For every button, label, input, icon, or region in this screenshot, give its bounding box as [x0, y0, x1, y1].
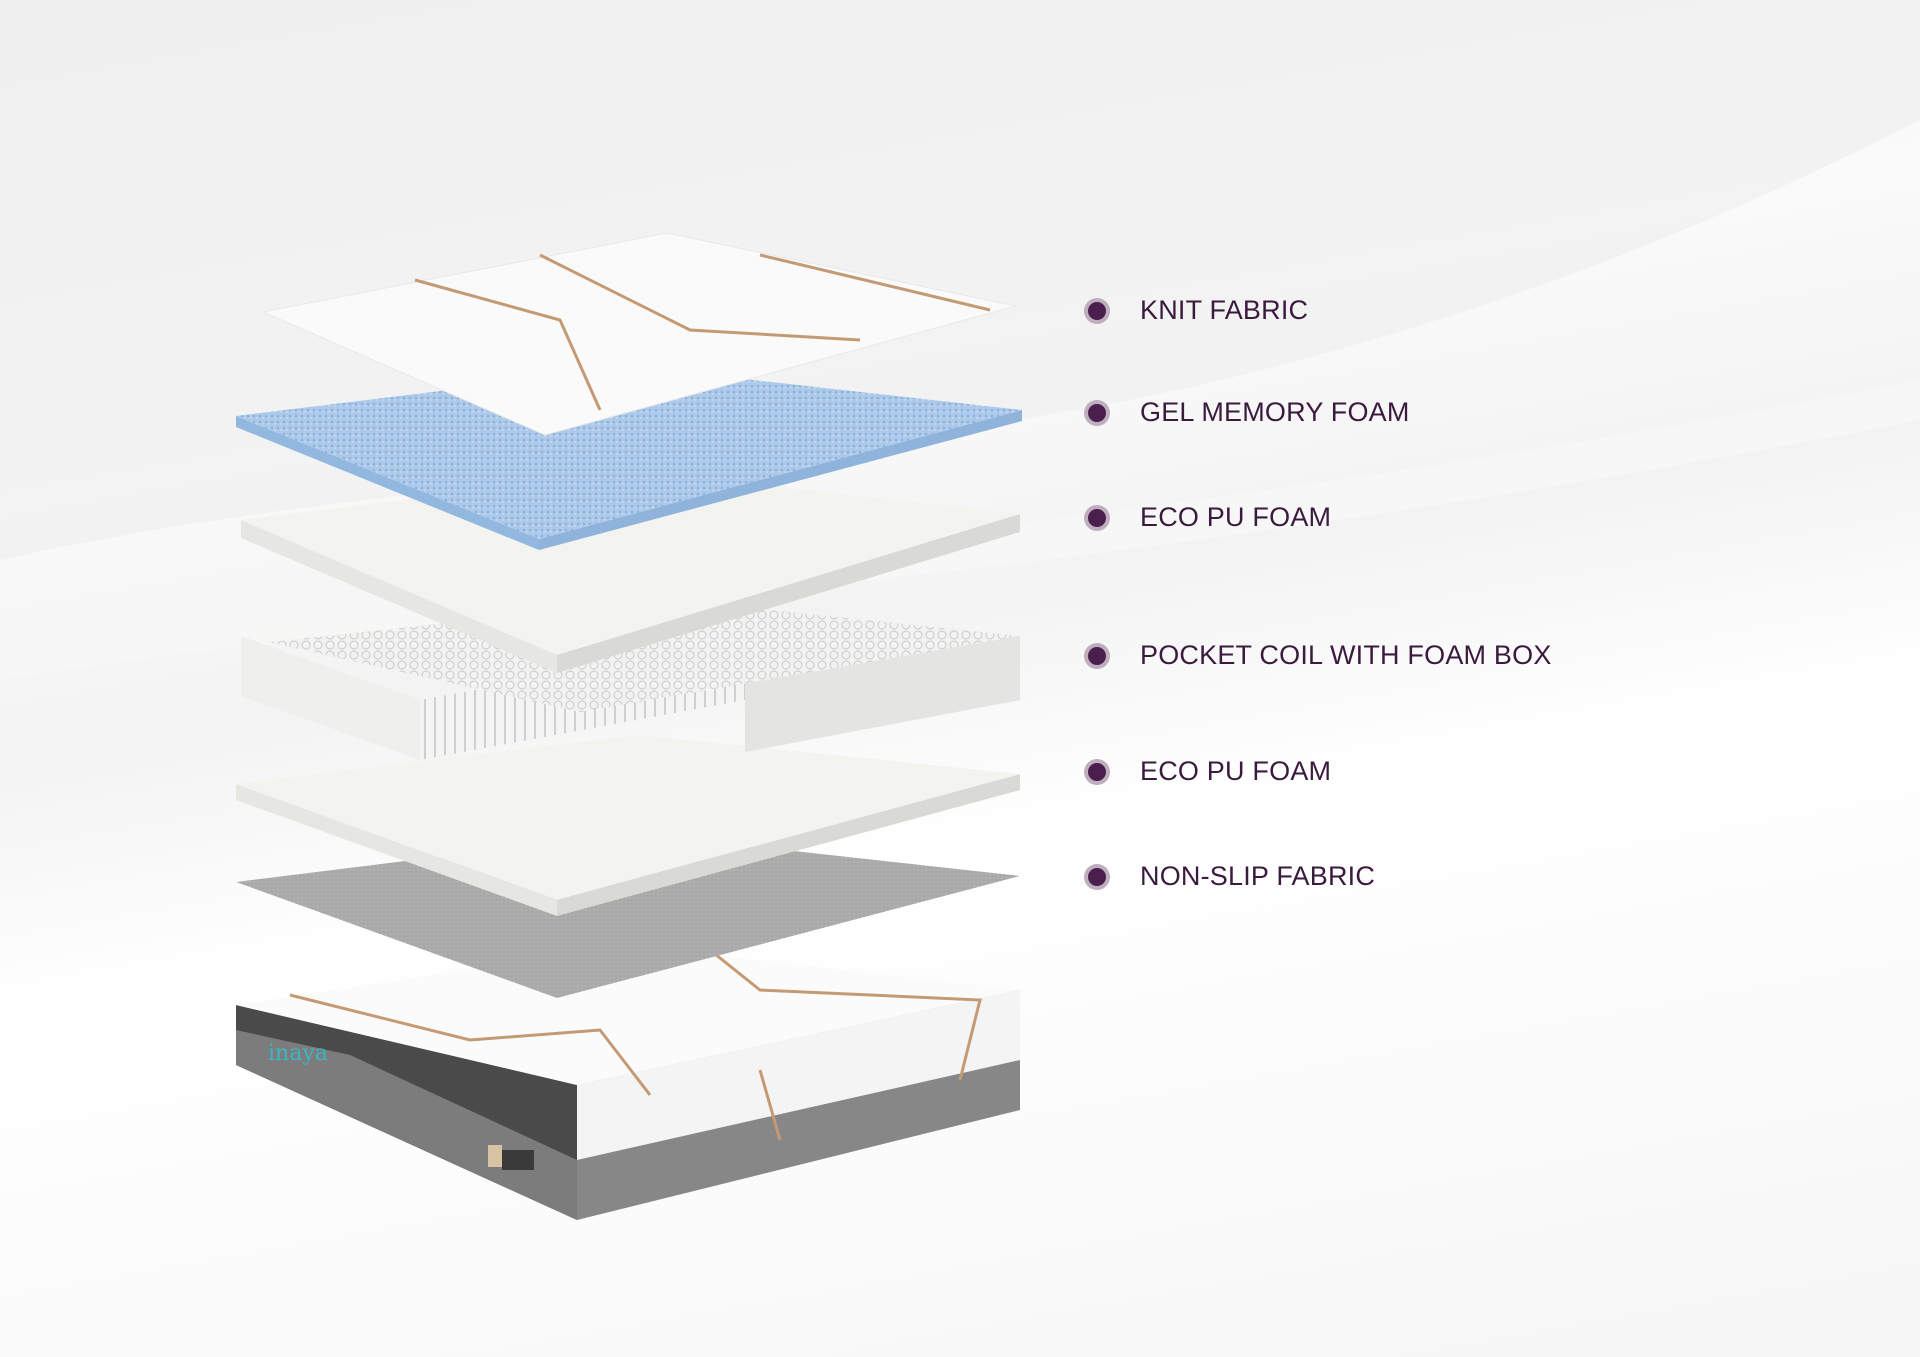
bullet-dot-icon: [1088, 403, 1106, 422]
layer-non-slip-fabric: [236, 833, 1020, 998]
layer-eco-pu-foam-bottom: [236, 735, 1020, 916]
bullet-dot-icon: [1088, 762, 1106, 781]
legend-item-gel-memory-foam: GEL MEMORY FOAM: [1084, 397, 1410, 428]
legend-item-non-slip-fabric: NON-SLIP FABRIC: [1084, 861, 1375, 892]
layer-eco-pu-foam-top: [241, 471, 1020, 673]
bullet-dot-icon: [1088, 646, 1106, 665]
bullet-dot-icon: [1088, 867, 1106, 886]
legend-label: NON-SLIP FABRIC: [1140, 861, 1376, 891]
legend-label: POCKET COIL WITH FOAM BOX: [1140, 640, 1552, 670]
legend-item-eco-pu-foam-2: ECO PU FOAM: [1084, 756, 1331, 787]
brand-logo: inaya: [268, 1041, 328, 1066]
legend-label: ECO PU FOAM: [1140, 756, 1332, 786]
legend-item-knit-fabric: KNIT FABRIC: [1084, 295, 1308, 326]
legend-label: GEL MEMORY FOAM: [1140, 397, 1410, 427]
layer-pocket-coil: [241, 596, 1020, 760]
legend-item-eco-pu-foam: ECO PU FOAM: [1084, 502, 1331, 533]
layer-knit-fabric: [261, 232, 1017, 436]
layer-gel-memory-foam: [236, 367, 1022, 550]
bullet-dot-icon: [1088, 508, 1106, 527]
mattress-base: inaya: [236, 940, 1020, 1220]
legend-item-pocket-coil: POCKET COIL WITH FOAM BOX: [1084, 640, 1552, 671]
legend-label: ECO PU FOAM: [1140, 502, 1332, 532]
bullet-dot-icon: [1088, 301, 1106, 320]
legend-label: KNIT FABRIC: [1140, 295, 1309, 325]
